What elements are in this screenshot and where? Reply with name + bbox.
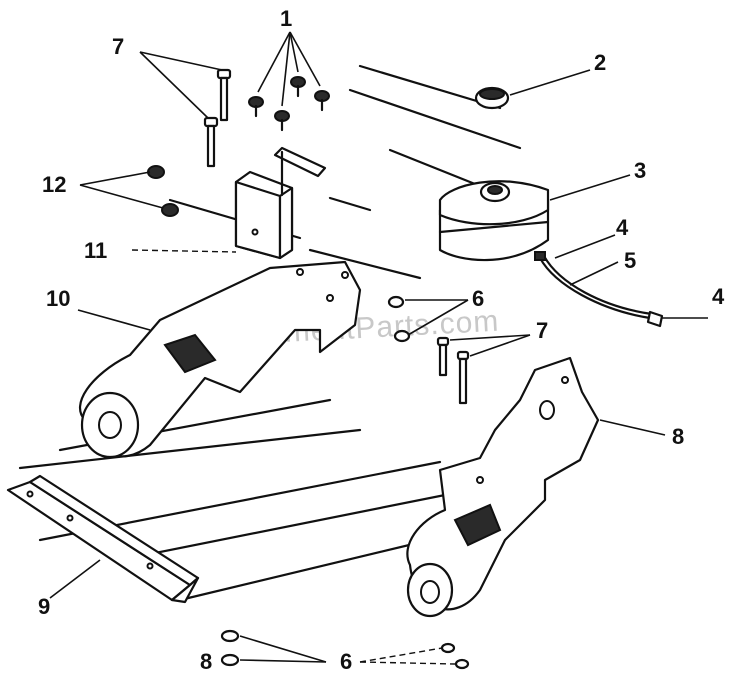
callout-2: 2 bbox=[594, 50, 606, 75]
callout-6-bottom: 6 bbox=[340, 649, 352, 674]
nuts-part-12 bbox=[147, 165, 179, 217]
mounting-plate-part bbox=[234, 146, 327, 260]
fuel-tank-part bbox=[438, 180, 550, 262]
callout-7-top: 7 bbox=[112, 34, 124, 59]
callout-labels: 1 2 3 4 4 5 6 6 7 7 8 8 9 10 11 12 bbox=[38, 6, 725, 674]
leader-lines bbox=[49, 31, 708, 665]
callout-1: 1 bbox=[280, 6, 292, 31]
callout-4-right: 4 bbox=[712, 284, 725, 309]
callout-4-top: 4 bbox=[616, 215, 629, 240]
front-axle-beam-part bbox=[6, 474, 200, 604]
fuel-cap-part bbox=[474, 86, 510, 110]
callout-12: 12 bbox=[42, 172, 66, 197]
screws-part-1 bbox=[248, 76, 330, 132]
nuts-part-6 bbox=[220, 295, 470, 670]
callout-8-right: 8 bbox=[672, 424, 684, 449]
callout-7-middle: 7 bbox=[536, 318, 548, 343]
callout-3: 3 bbox=[634, 158, 646, 183]
callout-10: 10 bbox=[46, 286, 70, 311]
callout-6-middle: 6 bbox=[472, 286, 484, 311]
callout-9: 9 bbox=[38, 594, 50, 619]
left-frame-bracket-part bbox=[79, 260, 362, 459]
fuel-line-part bbox=[534, 251, 664, 328]
callout-8-bottom: 8 bbox=[200, 649, 212, 674]
callout-5: 5 bbox=[624, 248, 636, 273]
right-frame-bracket-part bbox=[406, 356, 600, 618]
bolts-part-7-top bbox=[203, 68, 232, 168]
bolts-part-7-mid bbox=[436, 336, 470, 405]
callout-11: 11 bbox=[84, 238, 107, 263]
